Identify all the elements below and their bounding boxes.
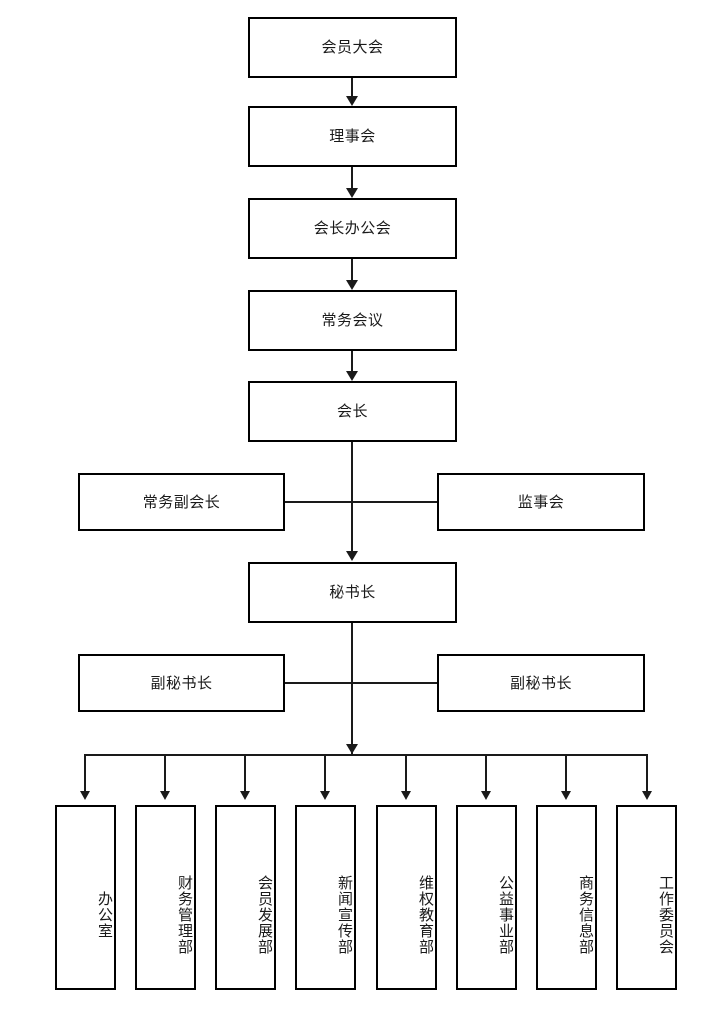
node-business-information[interactable]: 商务信息部 bbox=[536, 805, 597, 990]
arrowhead-down-icon bbox=[561, 791, 571, 800]
node-label: 工作委员会 bbox=[657, 874, 675, 955]
node-label: 副秘书长 bbox=[150, 673, 213, 692]
node-label: 会员大会 bbox=[321, 38, 384, 57]
node-label: 副秘书长 bbox=[509, 673, 572, 692]
node-label: 财务管理部 bbox=[176, 874, 194, 955]
node-finance-management[interactable]: 财务管理部 bbox=[135, 805, 196, 990]
node-news-publicity[interactable]: 新闻宣传部 bbox=[295, 805, 356, 990]
node-label: 公益事业部 bbox=[497, 874, 515, 955]
node-label: 办公室 bbox=[96, 890, 114, 939]
connector-bus-to-rights-education bbox=[405, 754, 407, 792]
node-member-assembly[interactable]: 会员大会 bbox=[248, 17, 457, 78]
node-label: 维权教育部 bbox=[417, 874, 435, 955]
node-label: 会长 bbox=[336, 402, 368, 421]
node-label: 会长办公会 bbox=[313, 219, 392, 238]
node-president-office-meeting[interactable]: 会长办公会 bbox=[248, 198, 457, 259]
arrowhead-down-icon bbox=[160, 791, 170, 800]
connector-secretary-general-to-department-bus bbox=[351, 622, 353, 754]
node-president[interactable]: 会长 bbox=[248, 381, 457, 442]
node-label: 理事会 bbox=[329, 127, 376, 146]
connector-standing-meeting-to-president bbox=[351, 350, 353, 372]
arrowhead-down-icon bbox=[80, 791, 90, 800]
connector-deputy-secretary-left-to-center bbox=[285, 682, 352, 684]
node-deputy-secretary-general-left[interactable]: 副秘书长 bbox=[78, 654, 285, 712]
connector-center-to-supervisory-board bbox=[351, 501, 438, 503]
arrowhead-down-icon bbox=[481, 791, 491, 800]
department-distribution-bus bbox=[84, 754, 648, 756]
connector-bus-to-member-development bbox=[244, 754, 246, 792]
connector-bus-to-business-information bbox=[565, 754, 567, 792]
arrowhead-down-icon bbox=[401, 791, 411, 800]
arrowhead-down-icon bbox=[346, 188, 358, 198]
node-work-committee[interactable]: 工作委员会 bbox=[616, 805, 677, 990]
arrowhead-down-icon bbox=[346, 551, 358, 561]
node-rights-education[interactable]: 维权教育部 bbox=[376, 805, 437, 990]
node-member-development[interactable]: 会员发展部 bbox=[215, 805, 276, 990]
arrowhead-down-icon bbox=[346, 744, 358, 754]
node-label: 常务会议 bbox=[321, 311, 384, 330]
node-label: 常务副会长 bbox=[142, 492, 221, 511]
node-council[interactable]: 理事会 bbox=[248, 106, 457, 167]
node-label: 商务信息部 bbox=[577, 874, 595, 955]
connector-bus-to-news-publicity bbox=[324, 754, 326, 792]
connector-bus-to-work-committee bbox=[646, 754, 648, 792]
connector-council-to-president-office-meeting bbox=[351, 167, 353, 190]
connector-bus-to-public-welfare bbox=[485, 754, 487, 792]
connector-bus-to-finance-management bbox=[164, 754, 166, 792]
connector-center-to-deputy-secretary-right bbox=[351, 682, 438, 684]
arrowhead-down-icon bbox=[346, 371, 358, 381]
node-label: 新闻宣传部 bbox=[336, 874, 354, 955]
node-executive-vice-president[interactable]: 常务副会长 bbox=[78, 473, 285, 531]
arrowhead-down-icon bbox=[642, 791, 652, 800]
connector-president-to-secretary-general bbox=[351, 442, 353, 552]
connector-bus-to-office bbox=[84, 754, 86, 792]
node-supervisory-board[interactable]: 监事会 bbox=[437, 473, 645, 531]
node-label: 监事会 bbox=[517, 492, 565, 511]
arrowhead-down-icon bbox=[346, 96, 358, 106]
connector-president-office-meeting-to-standing-meeting bbox=[351, 259, 353, 281]
arrowhead-down-icon bbox=[240, 791, 250, 800]
arrowhead-down-icon bbox=[320, 791, 330, 800]
node-standing-meeting[interactable]: 常务会议 bbox=[248, 290, 457, 351]
node-secretary-general[interactable]: 秘书长 bbox=[248, 562, 457, 623]
node-deputy-secretary-general-right[interactable]: 副秘书长 bbox=[437, 654, 645, 712]
connector-member-assembly-to-council bbox=[351, 78, 353, 98]
node-public-welfare[interactable]: 公益事业部 bbox=[456, 805, 517, 990]
node-label: 会员发展部 bbox=[256, 874, 274, 955]
connector-executive-vice-president-to-center bbox=[285, 501, 352, 503]
node-label: 秘书长 bbox=[329, 583, 376, 602]
node-office[interactable]: 办公室 bbox=[55, 805, 116, 990]
arrowhead-down-icon bbox=[346, 280, 358, 290]
